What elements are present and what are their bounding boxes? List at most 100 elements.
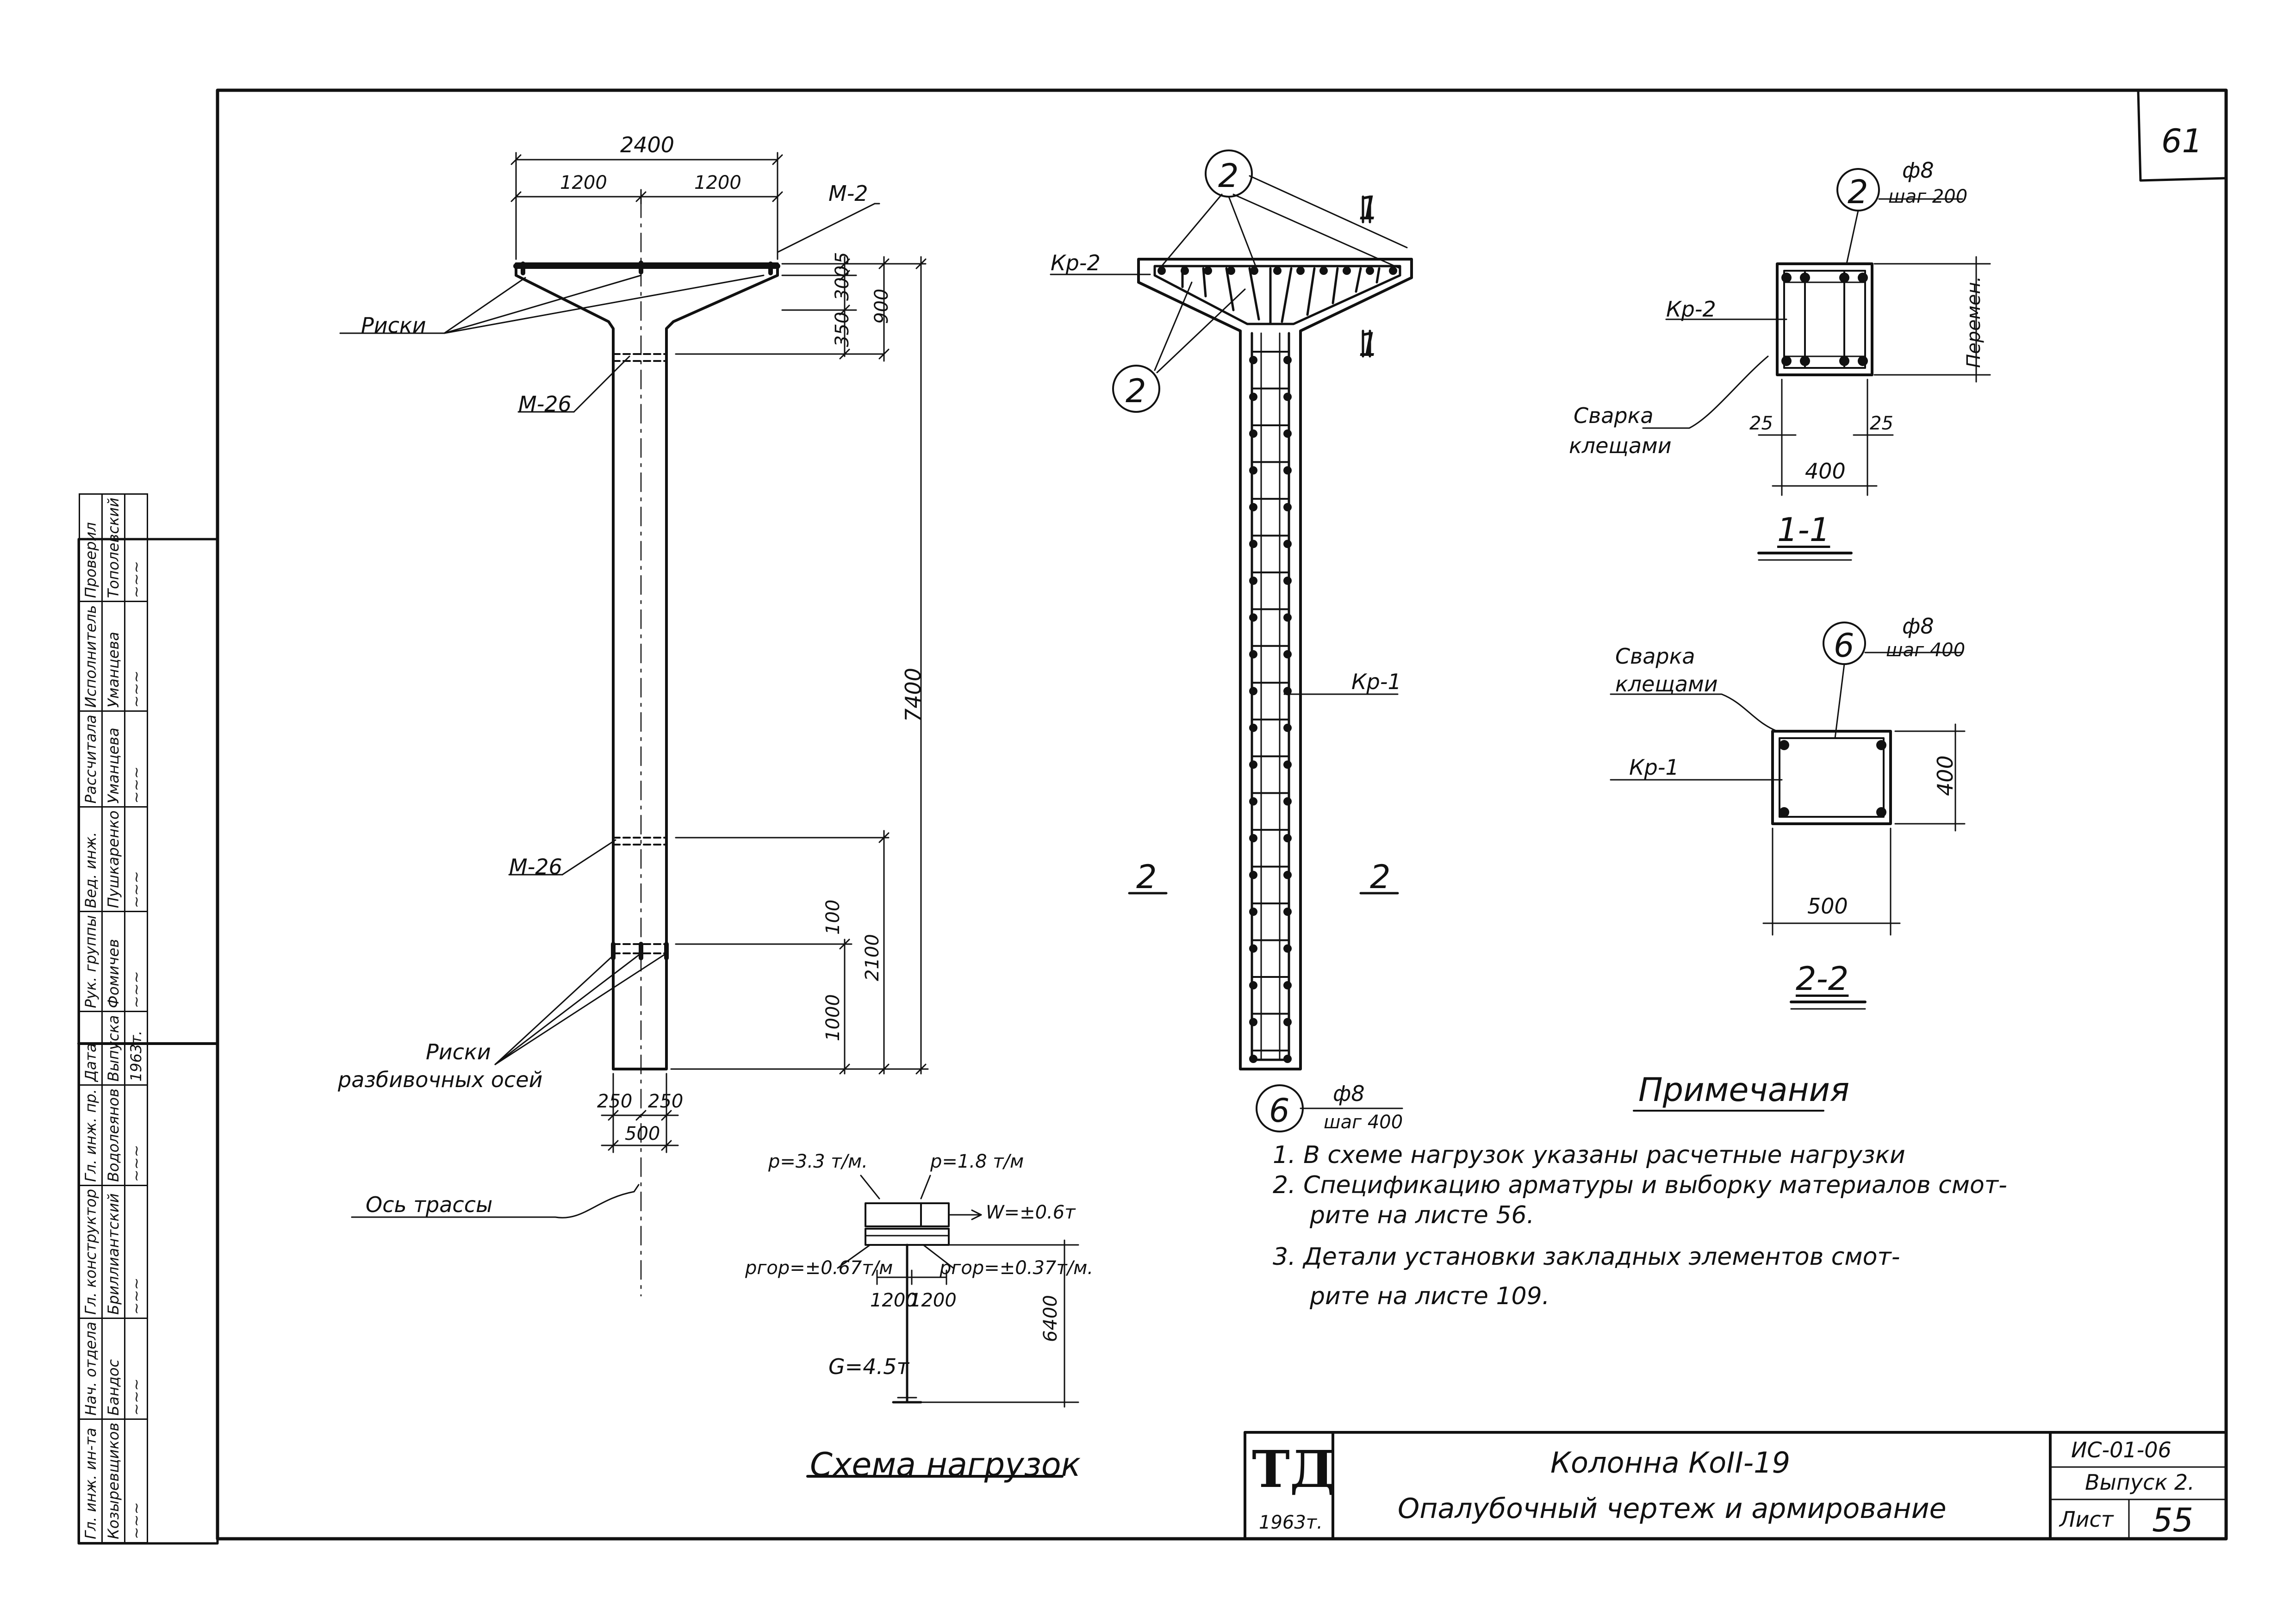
- stamp-role: Проверил: [79, 494, 102, 602]
- dim-bottom-250a: 250: [597, 1091, 633, 1112]
- load-scheme-geometry: [806, 1175, 1079, 1478]
- stamp-name: Тополевский: [102, 494, 125, 602]
- title-block-lines: [1244, 1431, 2228, 1540]
- stamp-name: Фомичев: [102, 911, 125, 1012]
- reinforcement-cage-top: [1153, 265, 1401, 325]
- stamp-name: Бандос: [102, 1318, 125, 1419]
- label-m26-bottom: М-26: [509, 854, 562, 879]
- section-2-2-geometry: [1610, 622, 1966, 1010]
- dim-half-left: 1200: [560, 172, 607, 193]
- dim-height-total: 7400: [901, 667, 926, 722]
- signature-mark: ~~~: [124, 1185, 148, 1318]
- s11-dim-var: Перемен.: [1963, 276, 1985, 368]
- stamp-name: Выпуска: [102, 1011, 125, 1085]
- title-sheet-label: Лист: [2060, 1507, 2114, 1532]
- s11-kr: Кр-2: [1666, 297, 1716, 322]
- rebar-dot: [1296, 267, 1305, 275]
- note-line-1: 1. В схеме нагрузок указаны расчетные на…: [1273, 1141, 1905, 1169]
- load-pr1: ргор=±0.67т/м: [745, 1257, 893, 1279]
- dim-bottom-500: 500: [625, 1123, 660, 1144]
- rebar-dot: [1343, 267, 1351, 275]
- rebar-dot: [1283, 834, 1292, 843]
- stamp-role: Исполнитель: [79, 601, 102, 711]
- signature-mark: ~~~: [124, 911, 148, 1012]
- label-riski-axes-2: разбивочных осей: [338, 1067, 543, 1092]
- s11-dim-400: 400: [1805, 459, 1846, 484]
- s22-weld-1: Сварка: [1615, 644, 1695, 669]
- dim-top-300: 300: [832, 265, 853, 301]
- load-p1: р=3.3 т/м.: [768, 1151, 868, 1172]
- reinforcement-outline: [1137, 258, 1413, 1070]
- stamp-role: Вед. инж.: [79, 807, 102, 912]
- s22-bubble: 6: [1834, 627, 1854, 665]
- rebar-dot: [1283, 576, 1292, 585]
- label-m2: М-2: [828, 181, 868, 206]
- stamp-role: Рук. группы: [79, 911, 102, 1012]
- rebar-dot: [1249, 466, 1257, 475]
- rebar-dot: [1249, 944, 1257, 953]
- cut-mark-side-left: 2: [1136, 858, 1157, 896]
- signature-mark: ~~~: [124, 711, 148, 807]
- load-w: W=±0.6т: [986, 1202, 1076, 1223]
- s11-diameter: ф8: [1902, 158, 1934, 183]
- note-line-3: рите на листе 56.: [1310, 1201, 1535, 1229]
- label-axis-route: Ось трассы: [366, 1192, 493, 1217]
- rebar-dot: [1319, 267, 1328, 275]
- embedded-plates: [612, 353, 667, 954]
- s11-title: 1-1: [1777, 511, 1830, 549]
- rebar-dot: [1283, 1055, 1292, 1063]
- dim-top-350: 350: [832, 311, 853, 347]
- load-d6400: 6400: [1040, 1295, 1061, 1342]
- label-m26-top: М-26: [518, 392, 572, 417]
- rebar-dot: [1157, 267, 1166, 275]
- section-rebar-dots: [1779, 273, 1886, 817]
- signature-mark: ~~~: [124, 1318, 148, 1419]
- note-line-5: рите на листе 109.: [1310, 1282, 1550, 1310]
- s22-title: 2-2: [1796, 960, 1849, 998]
- column-top-dimensions: [510, 152, 783, 260]
- rebar-dot: [1249, 834, 1257, 843]
- reinforcement-cage-column: [1251, 332, 1290, 1061]
- stamp-frame: [77, 538, 219, 1545]
- stamp-date: 1963т.: [124, 1011, 148, 1085]
- label-kr1-main: Кр-1: [1351, 669, 1401, 694]
- sheet-frame: [216, 88, 2228, 1541]
- load-d1200b: 1200: [909, 1290, 957, 1311]
- rebar-dot: [1249, 650, 1257, 659]
- s22-step: шаг 400: [1886, 640, 1966, 661]
- rebar-dot: [1249, 503, 1257, 511]
- rebar-dot: [1249, 540, 1257, 548]
- load-d1200a: 1200: [870, 1290, 917, 1311]
- cut-mark-top-1: 1: [1358, 189, 1379, 227]
- bar6-step: шаг 400: [1324, 1112, 1403, 1133]
- stamp-role: Рассчитала: [79, 711, 102, 807]
- stamp-row-names: Козыревщиков Бандос Бриллиантский Водоле…: [102, 494, 125, 1543]
- rebar-dot: [1250, 267, 1258, 275]
- approval-stamp: Гл. инж. ин-та Нач. отдела Гл. конструкт…: [79, 494, 218, 1543]
- rebar-dot: [1283, 760, 1292, 769]
- s11-weld-1: Сварка: [1574, 403, 1654, 428]
- stamp-name: Уманцева: [102, 711, 125, 807]
- signature-mark: ~~~: [124, 494, 148, 602]
- bubble-2-top: 2: [1218, 157, 1239, 195]
- stamp-name: Козыревщиков: [102, 1419, 125, 1543]
- load-p2: р=1.8 т/м: [930, 1151, 1024, 1172]
- title-sheet-number: 55: [2152, 1501, 2194, 1539]
- rebar-dot: [1273, 267, 1282, 275]
- rebar-dot: [1249, 392, 1257, 401]
- approval-stamp-table: Гл. инж. ин-та Нач. отдела Гл. конструкт…: [79, 493, 148, 1543]
- signature-mark: ~~~: [124, 807, 148, 912]
- notes-heading: Примечания: [1638, 1071, 1850, 1109]
- rebar-dots: [1157, 267, 1397, 1063]
- s22-diameter: ф8: [1902, 614, 1934, 639]
- rebar-dot: [1249, 908, 1257, 916]
- dim-width-total: 2400: [620, 132, 675, 157]
- bar6-diameter: ф8: [1333, 1081, 1365, 1106]
- signature-mark: ~~~: [124, 601, 148, 711]
- title-line-1: Колонна КоII-19: [1550, 1446, 1791, 1480]
- cut-mark-side-right: 2: [1370, 858, 1391, 896]
- s11-step: шаг 200: [1888, 186, 1968, 207]
- label-riski-top: Риски: [361, 313, 426, 338]
- title-line-2: Опалубочный чертеж и армирование: [1398, 1492, 1947, 1525]
- bubble-6: 6: [1269, 1092, 1290, 1130]
